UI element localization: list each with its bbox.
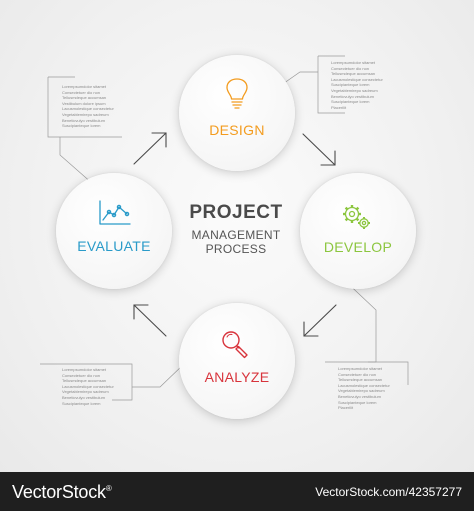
arrow-evaluate-to-design	[133, 132, 167, 165]
stage-analyze: ANALYZE	[179, 303, 295, 419]
stage-design: DESIGN	[179, 55, 295, 171]
note-line: Lorempsumdolor sitamet	[62, 84, 107, 89]
note-line: Lorempsumdolor sitamet	[338, 366, 383, 371]
note-line: Vegetablemirepo sadreum	[338, 388, 385, 394]
note-line: Vegetablemirepo sadreum	[331, 87, 378, 93]
note-line: Consectetuer dio non	[62, 89, 101, 95]
note-top-right: Lorempsumdolor sitamet Consectetuer dio …	[331, 60, 411, 110]
note-line: Vegetablemirepo sadreum	[62, 389, 109, 395]
stage-evaluate: EVALUATE	[56, 173, 172, 289]
note-line: Lorempsumdolor sitamet	[62, 367, 107, 372]
note-line: Beneticvulyo vestibulum	[338, 393, 381, 399]
arrow-analyze-to-evaluate	[133, 304, 167, 337]
stage-develop: DEVELOP	[300, 173, 416, 289]
note-line: Lacusmolestique consectetur	[331, 76, 383, 82]
note-line: Tellusmdeque accumsan	[338, 377, 383, 383]
note-line: Tellusmdeque accumsan	[62, 95, 107, 101]
line-chart-icon	[99, 200, 131, 225]
note-line: Vegetablemirepo sadreum	[62, 111, 109, 117]
note-bracket-top-right	[317, 56, 345, 114]
footer-bar: VectorStock® VectorStock.com/42357277	[0, 472, 474, 511]
note-line: Beneticvulyo vestibulum	[62, 117, 105, 123]
note-bracket-top-left	[47, 77, 122, 138]
note-bottom-right: Lorempsumdolor sitamet Consectetuer dio …	[338, 366, 418, 411]
note-line: Consectetuer dio non	[331, 65, 370, 71]
lightbulb-icon	[226, 78, 248, 109]
arrow-develop-to-analyze	[303, 304, 337, 337]
diagram-canvas: Lorempsumdolor sitamet Consectetuer dio …	[0, 0, 474, 472]
brand-logo: VectorStock®	[12, 482, 112, 503]
note-line: Suscipianteque lorem	[62, 123, 101, 129]
center-subtitle-line2: PROCESS	[205, 242, 267, 256]
note-line: Consectetuer dio non	[62, 372, 101, 378]
note-bracket-bottom-left	[40, 363, 133, 401]
magnifier-icon	[222, 331, 248, 359]
note-bracket-bottom-right	[325, 361, 409, 385]
stage-label-develop: DEVELOP	[323, 239, 393, 255]
stage-label-design: DESIGN	[209, 122, 265, 138]
stage-label-analyze: ANALYZE	[204, 369, 270, 385]
note-line: Consectetuer dio non	[338, 371, 377, 377]
note-bottom-left: Lorempsumdolor sitamet Consectetuer dio …	[62, 367, 142, 406]
note-line: Lacusmolestique consectetur	[62, 383, 114, 389]
note-line: Beneticvulyo vestibulum	[331, 93, 374, 99]
center-subtitle-line1: MANAGEMENT	[191, 228, 281, 242]
note-top-left: Lorempsumdolor sitamet Consectetuer dio …	[62, 84, 142, 129]
arrow-design-to-develop	[302, 133, 336, 166]
gears-icon	[343, 205, 370, 229]
note-line: Suscipianteque lorem	[338, 399, 377, 405]
note-line: Vestibulum dolore ipsum	[62, 100, 106, 106]
connector-analyze	[132, 363, 185, 388]
note-line: Suscipianteque lorem	[331, 99, 370, 105]
note-line: Tellusmdeque accumsan	[62, 378, 107, 384]
note-line: Lorempsumdolor sitamet	[331, 60, 376, 65]
image-id: VectorStock.com/42357277	[315, 485, 462, 499]
note-line: Lacusmolestique consectetur	[338, 382, 390, 388]
center-title: PROJECT	[189, 202, 283, 223]
note-line: Placerilit	[331, 104, 347, 110]
connector-evaluate	[59, 137, 94, 185]
note-line: Tellusmdeque accumsan	[331, 71, 376, 77]
note-line: Suscipianteque lorem	[62, 400, 101, 406]
brand-name: VectorStock	[12, 482, 106, 502]
note-line: Placerilit	[338, 405, 354, 411]
note-line: Lacusmolestique consectetur	[62, 106, 114, 112]
note-line: Suscipianteque lorem	[331, 82, 370, 88]
stage-label-evaluate: EVALUATE	[77, 238, 151, 254]
note-line: Beneticvulyo vestibulum	[62, 394, 105, 400]
registered-mark: ®	[105, 484, 112, 493]
